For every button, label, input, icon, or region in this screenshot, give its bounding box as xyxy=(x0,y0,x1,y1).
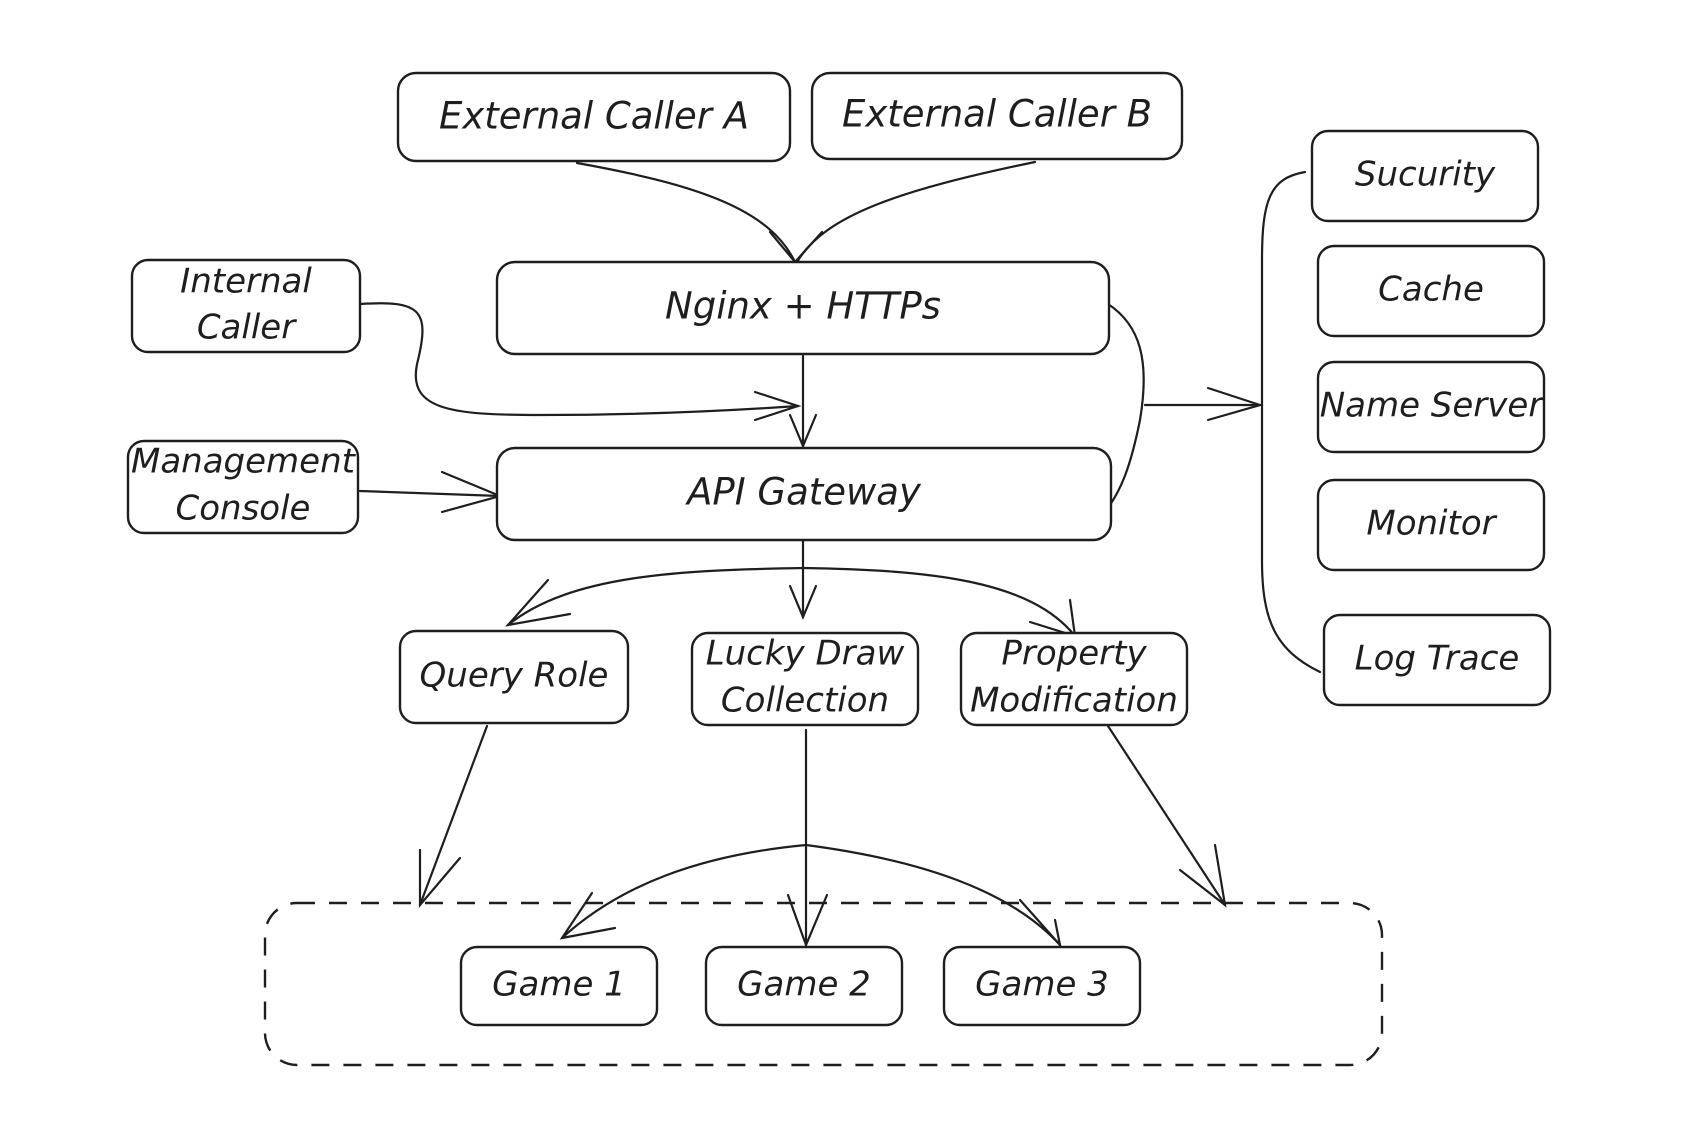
label-property-line2: Modification xyxy=(970,681,1178,721)
edge-lucky-draw-to-game1 xyxy=(560,843,808,940)
edge-internal-caller-to-gateway xyxy=(358,302,800,417)
node-nginx[interactable]: Nginx + HTTPs xyxy=(495,260,1111,356)
edge-gateway-to-property xyxy=(801,566,1077,638)
services-bracket xyxy=(1260,170,1322,674)
label-internal-caller-line2: Caller xyxy=(197,308,297,348)
edge-lucky-draw-to-game3 xyxy=(804,843,1062,947)
edges xyxy=(358,160,1322,949)
label-property-line1: Property xyxy=(1001,634,1147,674)
label-external-caller-b: External Caller B xyxy=(842,93,1152,136)
label-nginx: Nginx + HTTPs xyxy=(665,285,941,328)
node-query-role[interactable]: Query Role xyxy=(398,629,630,725)
label-security: Sucurity xyxy=(1355,155,1496,195)
label-monitor: Monitor xyxy=(1366,504,1497,544)
edge-external-b-to-nginx xyxy=(795,160,1037,264)
node-internal-caller[interactable]: Internal Caller xyxy=(130,258,362,354)
arrowhead-internal-caller xyxy=(753,390,802,422)
edge-property-to-games xyxy=(1106,724,1227,907)
arrowhead-game2 xyxy=(786,893,829,949)
arrowhead-game3 xyxy=(1018,898,1062,949)
edge-nginx-gateway-to-services xyxy=(1106,302,1145,507)
arrowhead-console xyxy=(440,470,504,514)
node-game-1[interactable]: Game 1 xyxy=(459,945,659,1027)
label-query-role: Query Role xyxy=(420,656,609,696)
edge-external-a-to-nginx xyxy=(575,161,797,264)
edge-gateway-to-query-role xyxy=(506,566,805,627)
node-api-gateway[interactable]: API Gateway xyxy=(495,446,1113,542)
label-game-2: Game 2 xyxy=(737,965,871,1005)
label-game-3: Game 3 xyxy=(975,965,1109,1005)
node-game-3[interactable]: Game 3 xyxy=(942,945,1142,1027)
label-game-1: Game 1 xyxy=(492,965,626,1005)
label-name-server: Name Server xyxy=(1320,386,1545,426)
node-external-caller-b[interactable]: External Caller B xyxy=(810,71,1184,161)
arrowhead-property-games xyxy=(1178,843,1227,908)
label-internal-caller-line1: Internal xyxy=(180,262,312,302)
arrowhead-services xyxy=(1206,386,1264,422)
label-external-caller-a: External Caller A xyxy=(439,95,749,138)
node-security[interactable]: Sucurity xyxy=(1310,129,1540,223)
edge-console-to-gateway xyxy=(358,489,502,498)
node-monitor[interactable]: Monitor xyxy=(1316,478,1546,572)
arrowhead-game1 xyxy=(559,891,617,940)
node-game-2[interactable]: Game 2 xyxy=(704,945,904,1027)
node-external-caller-a[interactable]: External Caller A xyxy=(396,71,792,163)
arrowhead-gateway-top xyxy=(788,413,818,449)
label-cache: Cache xyxy=(1378,270,1484,310)
node-cache[interactable]: Cache xyxy=(1316,244,1546,338)
node-property-modification[interactable]: Property Modification xyxy=(959,631,1189,727)
node-name-server[interactable]: Name Server xyxy=(1316,360,1546,454)
node-management-console[interactable]: Management Console xyxy=(126,439,360,535)
node-log-trace[interactable]: Log Trace xyxy=(1322,613,1552,707)
node-lucky-draw-collection[interactable]: Lucky Draw Collection xyxy=(690,631,920,727)
label-management-console-line2: Console xyxy=(176,489,311,529)
arrowhead-query-role-games xyxy=(418,848,462,908)
label-log-trace: Log Trace xyxy=(1355,639,1520,679)
label-management-console-line1: Management xyxy=(131,442,357,482)
label-api-gateway: API Gateway xyxy=(685,471,922,514)
label-lucky-draw-line2: Collection xyxy=(721,681,889,721)
edge-query-role-to-games xyxy=(418,724,489,907)
label-lucky-draw-line1: Lucky Draw xyxy=(706,634,905,674)
arrowhead-query-role xyxy=(505,578,572,627)
arrowhead-lucky-draw xyxy=(788,584,818,620)
